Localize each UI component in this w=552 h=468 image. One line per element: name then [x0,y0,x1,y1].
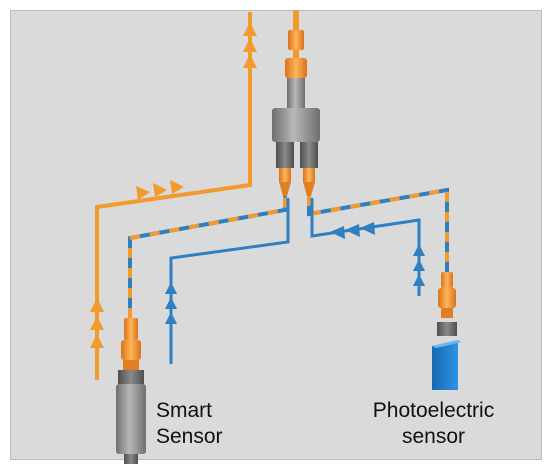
orange-arrows-right [136,180,184,200]
photo-sensor-blue-arrows-up [413,244,425,286]
smart-sensor [116,318,146,464]
photo-sensor-label-line2: sensor [401,425,466,448]
photoelectric-sensor-label: Photoelectric sensor [361,398,506,450]
smart-sensor-dashed-cable [128,196,287,318]
smart-sensor-blue-arrows [165,282,177,324]
orange-signal-path [95,12,252,380]
splitter-connector [272,58,320,196]
photo-sensor-label-line1: Photoelectric [372,399,495,422]
photo-sensor-blue-arrows-left [330,222,375,239]
orange-arrows-up-left [90,298,104,348]
smart-sensor-label-line1: Smart [156,399,213,422]
orange-arrows-up-top [243,22,257,68]
photo-sensor-dashed-cable [307,187,449,272]
top-cable [288,10,304,58]
smart-sensor-blue-path [169,198,290,364]
photoelectric-sensor [432,272,462,390]
smart-sensor-label: Smart Sensor [156,398,223,450]
smart-sensor-label-line2: Sensor [156,425,223,448]
